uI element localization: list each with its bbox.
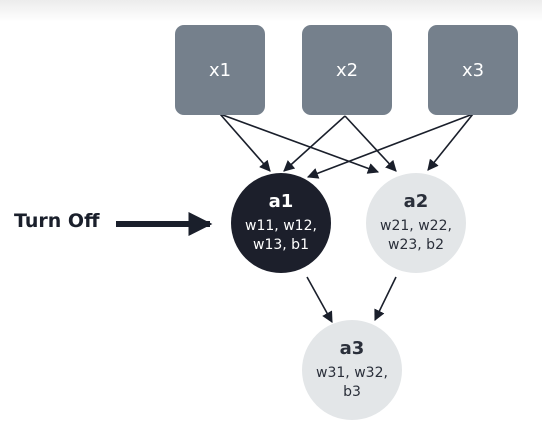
neuron-a3: a3 w31, w32, b3 [302,320,402,420]
neuron-a1-label: a1 [268,191,294,212]
turn-off-label: Turn Off [14,210,100,232]
edge-x2-a2 [344,115,397,172]
top-shadow [0,0,542,22]
input-node-x2: x2 [302,25,392,115]
input-label-x1: x1 [208,59,232,81]
neuron-a2-params: w21, w22, w23, b2 [380,218,452,253]
edge-x3-a1 [306,113,474,179]
input-label-x2: x2 [335,59,359,81]
neuron-a2-label: a2 [403,191,429,212]
edge-a1-a3 [306,276,333,323]
edge-a2-a3 [374,276,397,322]
neuron-a1-params: w11, w12, w13, b1 [245,218,317,253]
edge-x1-a2 [219,113,380,174]
neuron-a2: a2 w21, w22, w23, b2 [366,173,466,273]
neuron-a3-label: a3 [339,338,365,359]
edge-x2-a1 [283,115,346,172]
neuron-a3-params: w31, w32, b3 [316,365,388,400]
edge-x1-a1 [219,113,271,172]
input-label-x3: x3 [461,59,485,81]
input-node-x1: x1 [175,25,265,115]
edge-x3-a2 [427,113,474,171]
neuron-a1: a1 w11, w12, w13, b1 [231,173,331,273]
input-node-x3: x3 [428,25,518,115]
